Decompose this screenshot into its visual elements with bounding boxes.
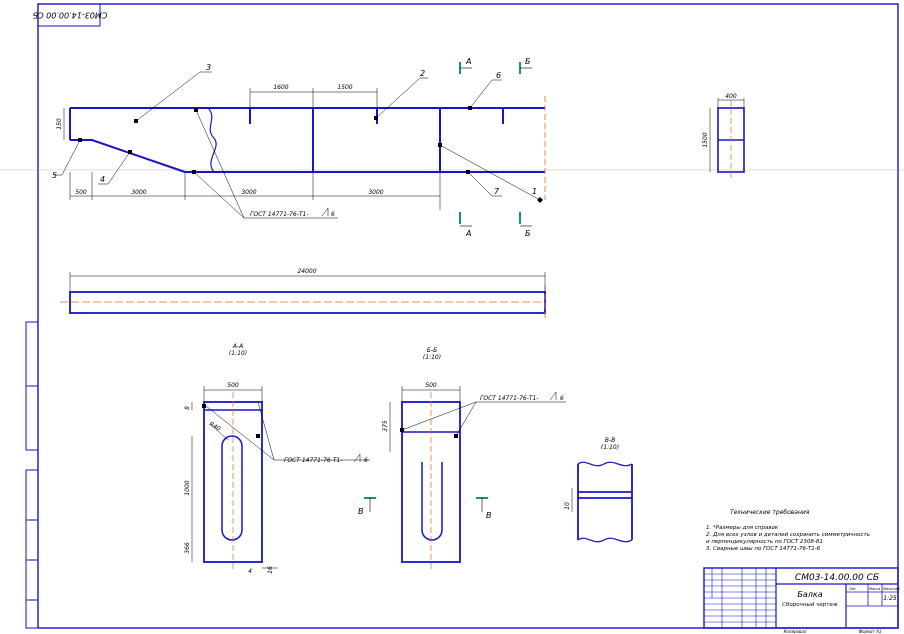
weld-note-main: ГОСТ 14771-76-Т1-	[250, 211, 309, 218]
beam-plan-view: 24000	[60, 268, 546, 318]
tech-req-item-1: 1. *Размеры для справок	[706, 525, 779, 531]
side-view-height: 1500	[702, 132, 709, 147]
section-a-d16: 16	[267, 566, 274, 574]
section-a-d366: 366	[184, 542, 191, 554]
dim-3000-a: 3000	[131, 189, 146, 196]
weld-leg-section-b: 6	[560, 395, 564, 402]
callout-3: 3	[206, 63, 211, 72]
callout-7: 7	[494, 187, 500, 196]
beam-side-view: 400 1500	[702, 93, 745, 180]
dim-3000-b: 3000	[241, 189, 256, 196]
tech-req-item-3: и перпендикулярность по ГОСТ 2308-81	[706, 539, 823, 545]
weld-note-section-a: ГОСТ 14771-76-Т1-	[284, 457, 343, 464]
section-mark-v-left: В	[358, 507, 364, 516]
section-a-width: 500	[227, 382, 239, 389]
callout-5: 5	[52, 171, 57, 180]
section-b-scale: (1:10)	[423, 354, 441, 361]
title-block-code: СМ03-14.00.00 СБ	[795, 573, 879, 583]
weld-leg-main: 6	[331, 211, 335, 218]
callout-4: 4	[100, 175, 105, 184]
title-block-scale: 1:25	[883, 595, 897, 602]
title-block-scale-label: Масштаб	[883, 587, 900, 591]
dim-150: 150	[56, 118, 63, 130]
section-b-d375: 375	[382, 420, 389, 432]
section-a-h1000: 1000	[184, 480, 191, 495]
section-mark-v-right: В	[486, 511, 492, 520]
section-v-scale: (1:10)	[601, 444, 619, 451]
dim-3000-c: 3000	[368, 189, 383, 196]
dim-500: 500	[75, 189, 87, 196]
section-marks: А Б А Б В В	[358, 57, 532, 520]
tech-req-item-4: 3. Сварные швы по ГОСТ 14771-76-Т1-6	[706, 546, 821, 552]
section-a-d8: 8	[184, 406, 191, 410]
section-a-scale: (1:10)	[229, 350, 247, 357]
callout-2: 2	[420, 69, 425, 78]
section-mark-b-bottom: Б	[525, 229, 531, 238]
title-block-lit-label: Лит.	[848, 587, 857, 591]
weld-note-section-b: ГОСТ 14771-76-Т1-	[480, 395, 539, 402]
section-mark-a-top: А	[465, 57, 471, 66]
dim-24000: 24000	[297, 268, 316, 275]
beam-main-view: 1600 1500 150 500 3000 3000 3000	[52, 63, 546, 219]
callout-1: 1	[532, 187, 537, 196]
callout-6: 6	[496, 71, 501, 80]
rotated-sheet-code: СМ03-14.00.00 СБ	[32, 11, 107, 20]
title-block-mass-label: Масса	[869, 587, 880, 591]
tech-req-title: Технические требования	[730, 509, 810, 516]
title-block-subtitle: Сборочный чертеж	[782, 602, 838, 608]
section-b-title: Б-Б	[427, 347, 437, 354]
tech-req-item-2: 2. Для всех узлов и деталей сохранить си…	[706, 532, 870, 538]
section-a-title: А-А	[232, 343, 243, 350]
side-view-width: 400	[725, 93, 737, 100]
title-block-name: Балка	[797, 590, 822, 599]
section-b-b: Б-Б (1:10) 500 375 ГОСТ 14771-76-Т1- 6	[382, 347, 566, 572]
section-v-title: В-В	[605, 437, 615, 444]
section-a-a: А-А (1:10) 500 8 R40 1000 366 4 16 ГОСТ …	[184, 343, 370, 575]
title-block-copied: Копировал	[784, 629, 807, 634]
dim-1600: 1600	[273, 84, 288, 91]
section-mark-b-top: Б	[525, 57, 531, 66]
title-block-format: Формат А1	[859, 629, 882, 634]
section-b-width: 500	[425, 382, 437, 389]
title-block: СМ03-14.00.00 СБ Балка Сборочный чертеж …	[703, 567, 900, 634]
section-v-d10: 10	[564, 502, 571, 510]
weld-leg-section-a: 6	[364, 457, 368, 464]
section-v-v: В-В (1:10) 10	[564, 437, 633, 543]
technical-requirements: Технические требования 1. *Размеры для с…	[706, 509, 870, 552]
dim-1500: 1500	[337, 84, 352, 91]
section-a-d4: 4	[248, 568, 252, 575]
section-mark-a-bottom: А	[465, 229, 471, 238]
